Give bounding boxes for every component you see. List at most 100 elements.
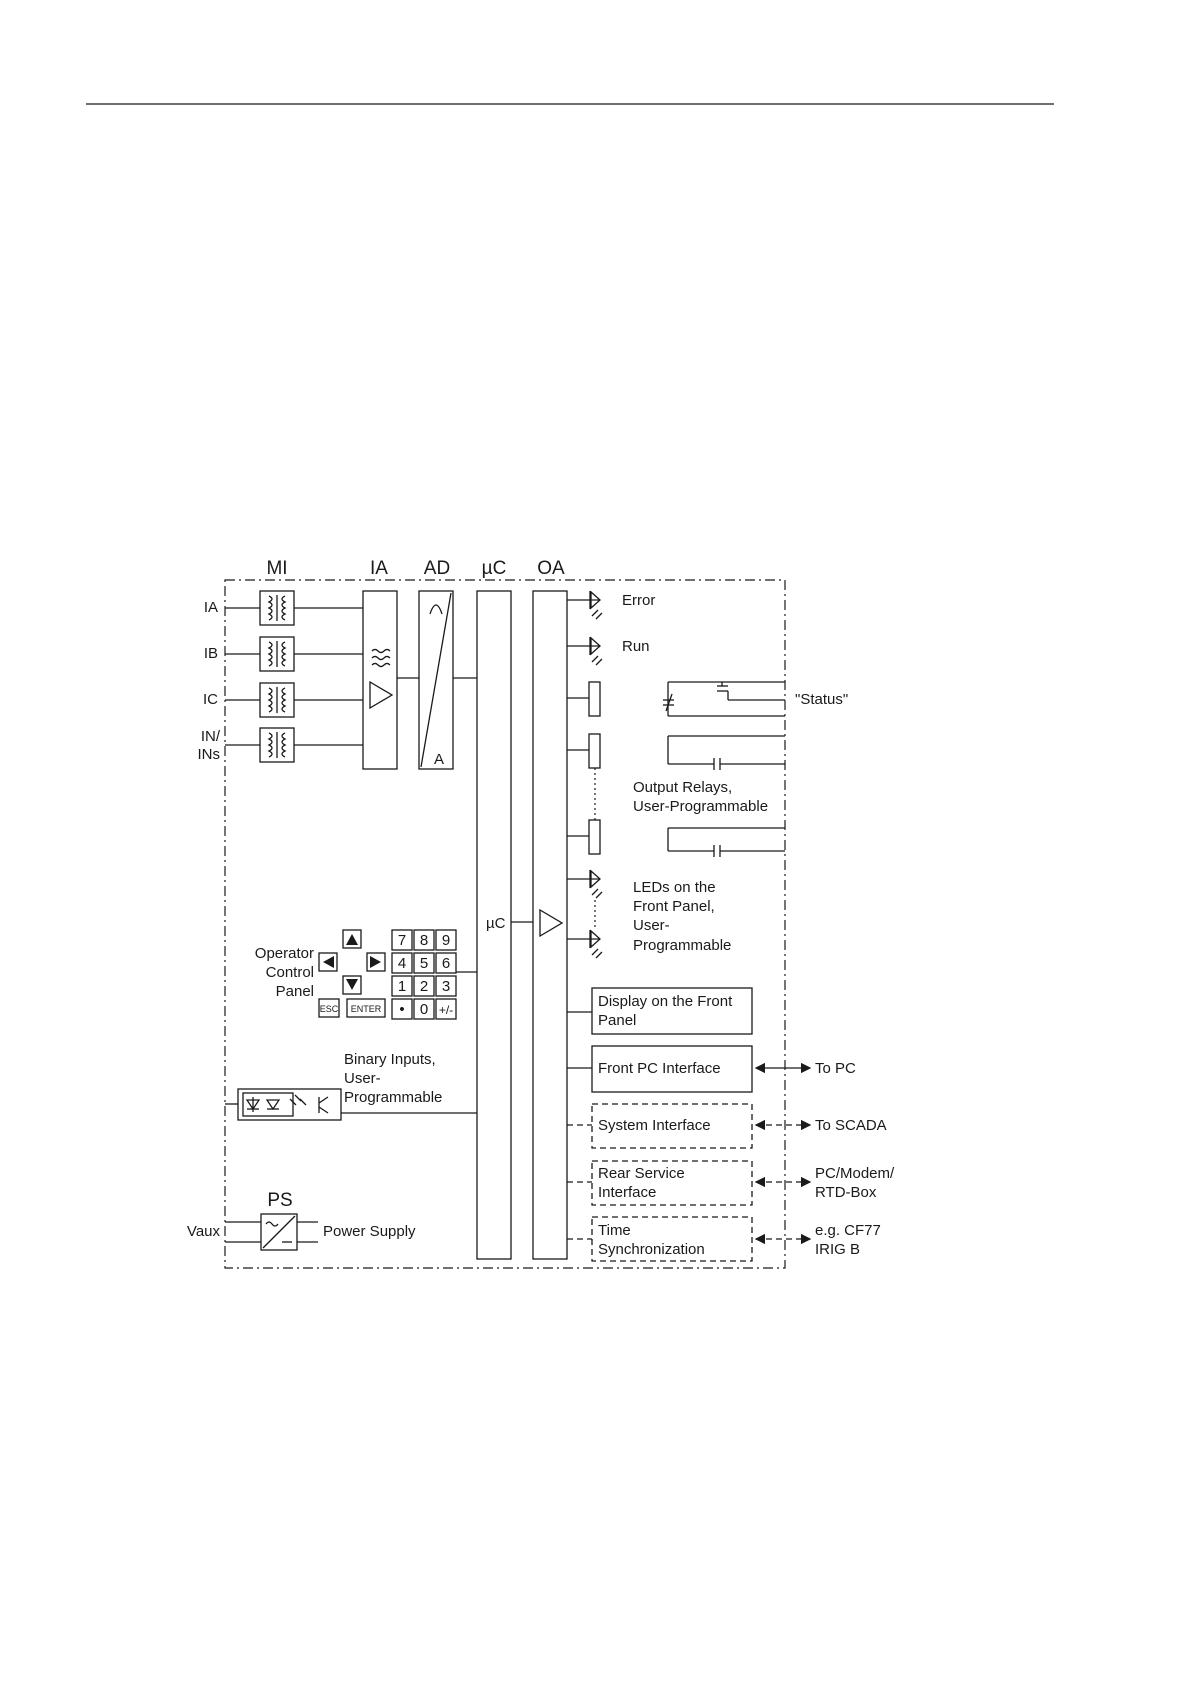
to-scada-label: To SCADA [815,1117,887,1134]
to-pc-label: To PC [815,1060,856,1077]
status-label: "Status" [795,691,848,708]
time-sync-label-1: Time [598,1222,631,1239]
svg-text:1: 1 [398,978,406,995]
pc-modem-label: PC/Modem/ [815,1165,895,1182]
system-interface-label: System Interface [598,1117,711,1134]
header-ad: AD [424,558,450,579]
svg-text:+/-: +/- [439,1003,453,1017]
status-contact-icon [663,681,785,717]
input-ic-label: IC [203,691,218,708]
binary-inputs-label-1: Binary Inputs, [344,1051,436,1068]
svg-text:ENTER: ENTER [351,1004,382,1014]
leds-label-4: Programmable [633,937,731,954]
power-supply-label: Power Supply [323,1223,416,1240]
ps-header: PS [267,1190,292,1211]
key-dot: • [391,998,413,1020]
optocoupler-icon [225,1088,342,1121]
front-pc-interface-box [591,1045,753,1093]
rear-service-label-2: Interface [598,1184,656,1201]
key-0: 0 [413,998,435,1020]
cf77-label: e.g. CF77 [815,1222,881,1239]
display-label-1: Display on the Front [598,993,733,1010]
error-label: Error [622,592,655,609]
operator-panel-label-2: Control [266,964,314,981]
esc-key: ESC [318,998,340,1018]
run-label: Run [622,638,650,655]
operator-panel-label-3: Panel [276,983,314,1000]
irig-label: IRIG B [815,1241,860,1258]
key-2: 2 [413,975,435,997]
error-led-icon [567,590,603,620]
relay-contact-2-icon [667,735,785,770]
keypad: 7 8 9 4 5 6 1 2 3 • 0 +/- [391,929,457,1020]
key-9: 9 [435,929,457,951]
display-label-2: Panel [598,1012,636,1029]
enter-key: ENTER [346,998,386,1018]
output-relays-label-2: User-Programmable [633,798,768,815]
leds-label-3: User- [633,917,670,934]
binary-inputs-label-3: Programmable [344,1089,442,1106]
header-mi: MI [266,558,287,579]
key-8: 8 [413,929,435,951]
vaux-label: Vaux [187,1223,221,1240]
key-4: 4 [391,952,413,974]
binary-inputs-label-2: User- [344,1070,381,1087]
rear-service-label-1: Rear Service [598,1165,685,1182]
front-led-n-icon [567,929,603,959]
oa-bus-block [532,590,568,1260]
run-led-icon [567,636,603,666]
time-sync-box [591,1216,753,1262]
header-oa: OA [537,558,565,579]
leds-label-2: Front Panel, [633,898,715,915]
ia-amplifier-block [362,590,398,770]
relay-coil-n [588,819,601,855]
input-in-label-2: INs [198,746,221,763]
svg-text:ESC: ESC [320,1004,339,1014]
svg-text:0: 0 [420,1001,428,1018]
key-plus-minus: +/- [435,998,457,1020]
arrow-right-key [366,952,386,972]
ad-converter-block [418,590,454,770]
svg-text:•: • [399,1001,404,1018]
arrow-left-key [318,952,338,972]
input-ia-label: IA [204,599,218,616]
svg-text:5: 5 [420,955,428,972]
relay-coil-2 [588,733,601,769]
time-sync-label-2: Synchronization [598,1241,705,1258]
status-relay-coil [588,681,601,717]
operator-panel-label-1: Operator [255,945,314,962]
svg-text:9: 9 [442,932,450,949]
rtd-box-label: RTD-Box [815,1184,877,1201]
arrow-up-key [342,929,362,949]
header-ia: IA [370,558,388,579]
front-led-1-icon [567,869,603,899]
uc-bus-block [476,590,512,1260]
input-ib-label: IB [204,645,218,662]
input-in-label-1: IN/ [201,728,221,745]
mi-transformer-ic [259,682,295,718]
mi-transformer-ib [259,636,295,672]
output-relays-label-1: Output Relays, [633,779,732,796]
uc-center-label: µC [486,915,506,932]
key-7: 7 [391,929,413,951]
key-3: 3 [435,975,457,997]
relay-contact-n-icon [667,827,785,857]
arrow-down-key [342,975,362,995]
svg-text:2: 2 [420,978,428,995]
mi-transformer-in [259,727,295,763]
power-supply-icon [225,1213,318,1251]
svg-text:7: 7 [398,932,406,949]
header-uc: µC [482,558,507,579]
ad-bottom-label: A [434,751,444,768]
key-1: 1 [391,975,413,997]
svg-text:4: 4 [398,955,406,972]
display-box [591,987,753,1035]
key-6: 6 [435,952,457,974]
svg-text:3: 3 [442,978,450,995]
rear-service-interface-box [591,1160,753,1206]
leds-label-1: LEDs on the [633,879,716,896]
svg-text:6: 6 [442,955,450,972]
front-pc-interface-label: Front PC Interface [598,1060,721,1077]
